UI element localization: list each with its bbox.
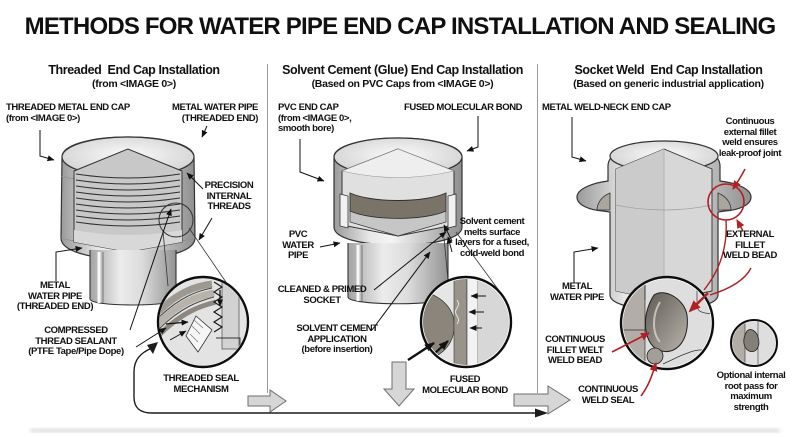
label-compressed-thread-sealant: COMPRESSED THREAD SEALANT (PTFE Tape/Pip… xyxy=(28,325,124,357)
label-metal-water-pipe: METAL WATER PIPE xyxy=(550,281,604,303)
page-title: METHODS FOR WATER PIPE END CAP INSTALLAT… xyxy=(24,13,776,40)
flow-arrows xyxy=(247,361,571,415)
column-threaded: Threaded End Cap Installation (from <IMA… xyxy=(0,63,268,90)
weld-seal-cross-section xyxy=(646,347,664,365)
root-pass-detail xyxy=(732,321,776,365)
label-pvc-end-cap: PVC END CAP (from <IMAGE 0>, smooth bore… xyxy=(278,102,352,134)
fillet-weld-bead xyxy=(596,192,611,211)
thread-seal-detail xyxy=(159,278,247,366)
red-annotations xyxy=(611,168,752,397)
fillet-weld-bead xyxy=(717,192,732,211)
flow-arrow-down xyxy=(382,361,416,407)
label-cleaned-primed-socket: CLEANED & PRIMED SOCKET xyxy=(277,284,367,306)
bottom-shadow xyxy=(30,428,780,433)
label-external-fillet-weld-bead: EXTERNAL FILLET WELD BEAD xyxy=(723,229,777,261)
flow-arrow-right-2 xyxy=(513,385,571,415)
socket-leader-lines xyxy=(571,117,599,283)
zoom-source-circle xyxy=(158,202,194,238)
threaded-cap-drawing xyxy=(39,125,250,369)
label-metal-water-pipe-bottom: METAL WATER PIPE (THREADED END) xyxy=(16,280,94,312)
column-solvent: Solvent Cement (Glue) End Cap Installati… xyxy=(268,63,537,90)
label-continuous-fillet-weld-bead: CONTINUOUS FILLET WELT WELD BEAD xyxy=(545,334,605,366)
column-subheading: (Based on PVC Caps from <IMAGE 0>) xyxy=(311,78,494,90)
column-subheading: (from <IMAGE 0>) xyxy=(92,78,176,90)
column-heading: Threaded End Cap Installation xyxy=(48,63,220,77)
column-socket-weld: Socket Weld End Cap Installation (Based … xyxy=(537,63,800,90)
solvent-leader-lines xyxy=(299,116,479,331)
column-heading: Socket Weld End Cap Installation xyxy=(574,63,763,77)
ptfe-sealant-wedge xyxy=(185,315,213,353)
connector-arrowhead xyxy=(535,408,548,418)
label-metal-water-pipe-top: METAL WATER PIPE (THREADED END) xyxy=(172,102,258,124)
flow-connector-line xyxy=(133,347,535,414)
solvent-cap-drawing xyxy=(299,116,513,369)
label-solvent-cement-application: SOLVENT CEMENT APPLICATION (before inser… xyxy=(296,323,378,355)
label-metal-weld-neck-end-cap: METAL WELD-NECK END CAP xyxy=(542,102,671,113)
column-heading: Solvent Cement (Glue) End Cap Installati… xyxy=(282,63,523,77)
label-optional-root-pass: Optional internal root pass for maximum … xyxy=(716,370,786,413)
socket-wall xyxy=(339,193,349,229)
flow-arrow-right-1 xyxy=(247,389,287,413)
socket-weld-cap-drawing xyxy=(571,117,778,397)
label-precision-internal-threads: PRECISION INTERNAL THREADS xyxy=(204,180,254,212)
thread-profile-zigzag xyxy=(212,281,224,333)
connector-arrowhead xyxy=(147,342,158,354)
label-fused-molecular-bond-top: FUSED MOLECULAR BOND xyxy=(404,102,523,113)
label-continuous-external-fillet-weld: Continuous external fillet weld ensures … xyxy=(718,116,782,159)
label-threaded-seal-mechanism: THREADED SEAL MECHANISM xyxy=(163,373,239,395)
label-solvent-cement-note: Solvent cement melts surface layers for … xyxy=(455,216,529,259)
label-threaded-metal-end-cap: THREADED METAL END CAP (from <IMAGE 0>) xyxy=(6,102,130,124)
label-pvc-water-pipe: PVC WATER PIPE xyxy=(282,229,314,261)
label-fused-molecular-bond-bottom: FUSED MOLECULAR BOND xyxy=(422,374,508,396)
threaded-leader-lines xyxy=(39,125,213,348)
label-continuous-weld-seal: CONTINUOUS WELD SEAL xyxy=(578,384,638,406)
column-subheading: (Based on generic industrial application… xyxy=(573,78,764,90)
internal-threads xyxy=(75,173,181,227)
